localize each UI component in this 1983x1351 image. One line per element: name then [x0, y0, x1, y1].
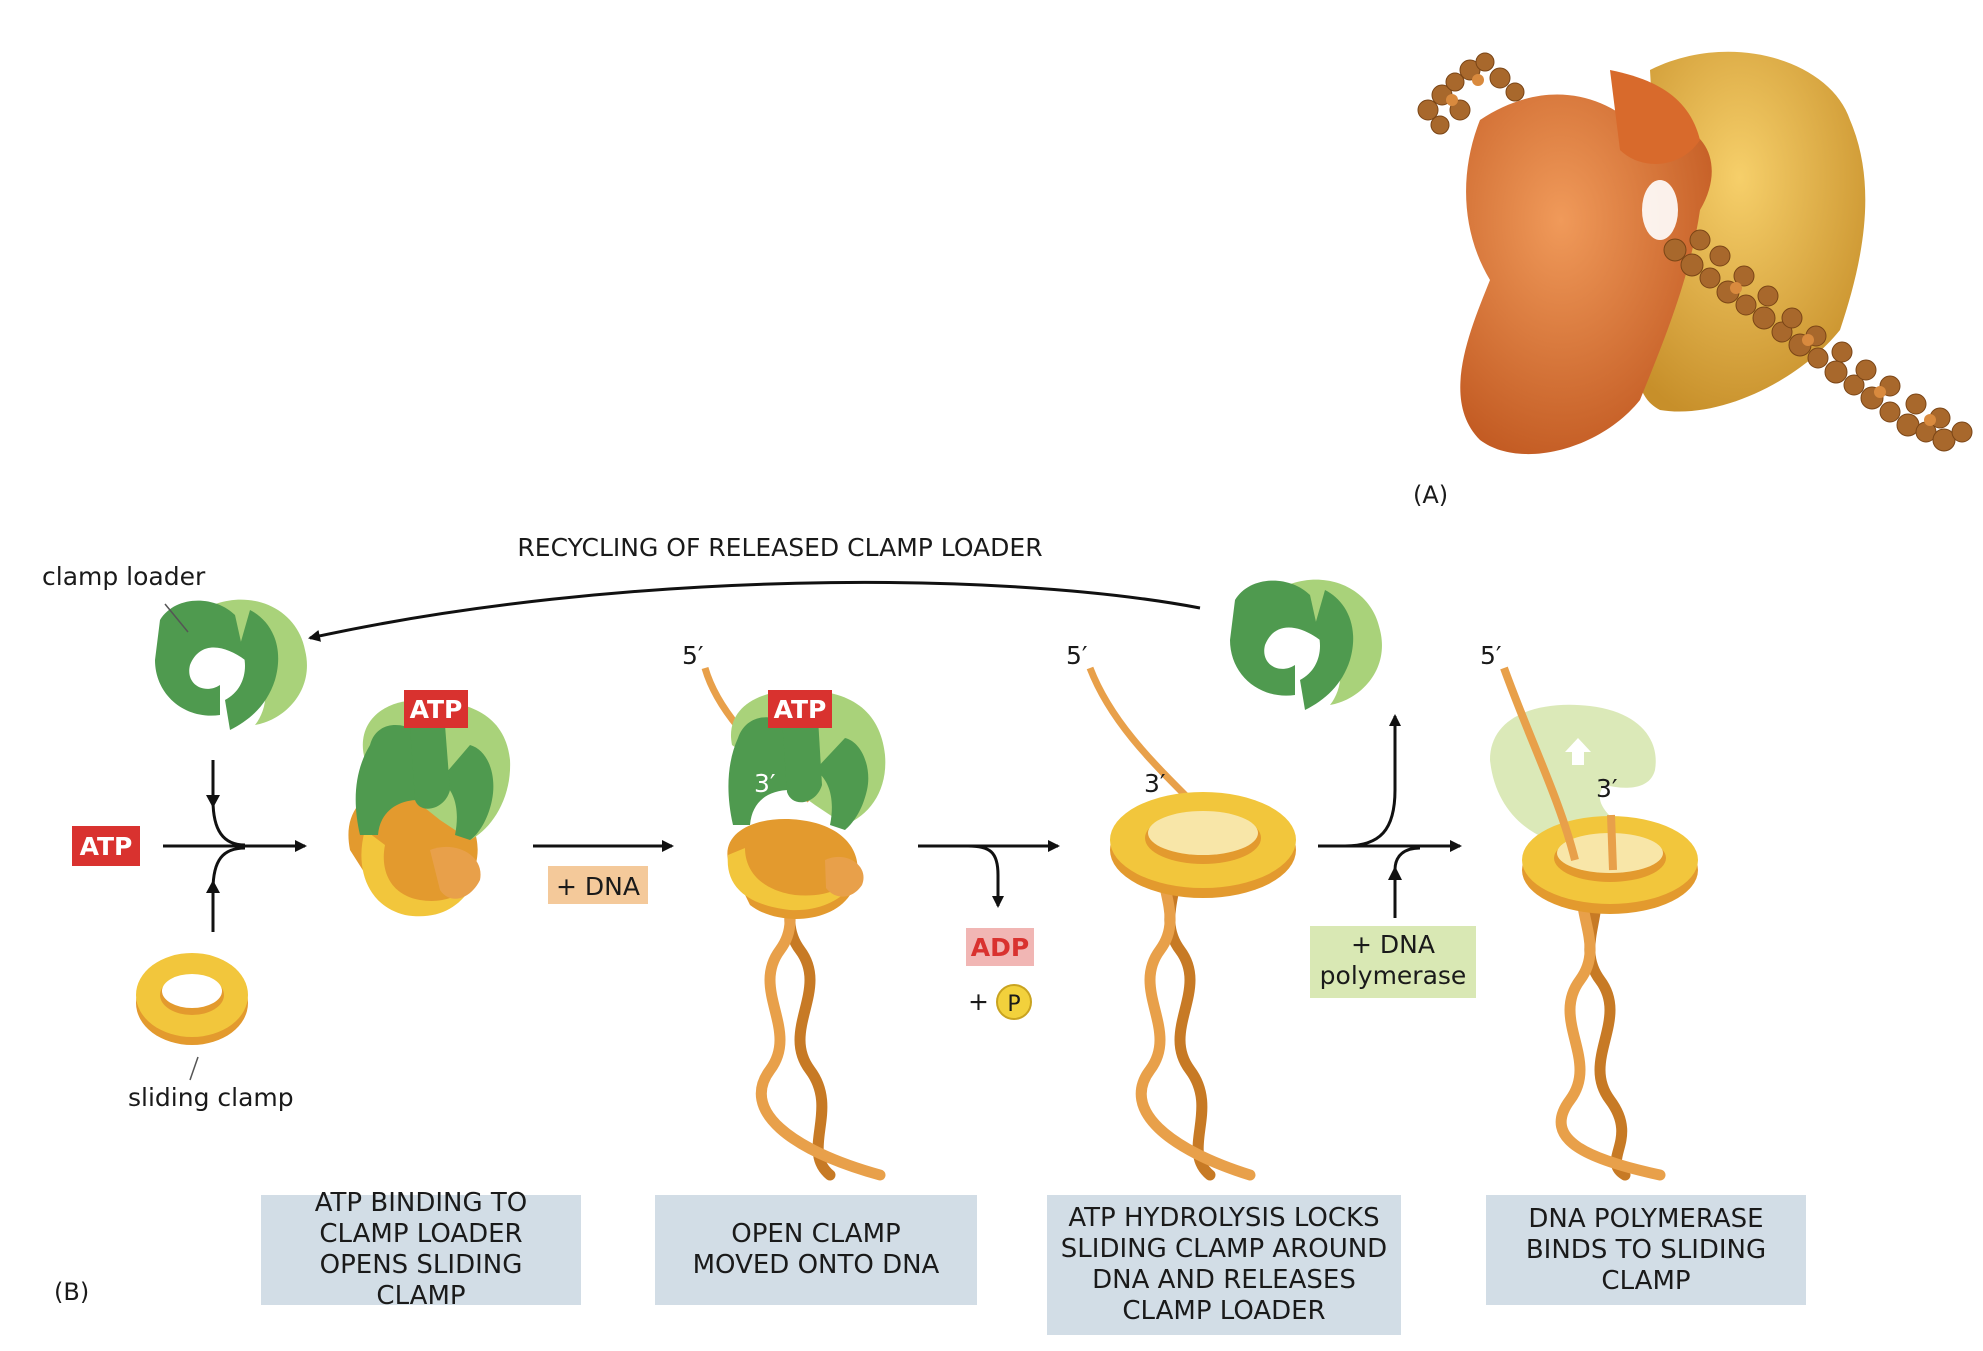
three-prime-label-step3: 3′ [1144, 769, 1166, 798]
dna-helix-step4 [1555, 854, 1666, 1181]
arrow-up-icon [1565, 738, 1591, 765]
phosphate-icon [996, 984, 1032, 1020]
step-caption-3-text: ATP HYDROLYSIS LOCKS SLIDING CLAMP AROUN… [1060, 1203, 1388, 1326]
clamp-loader [155, 599, 307, 730]
five-prime-label-step2: 5′ [682, 641, 704, 670]
three-prime-label-step2: 3′ [754, 769, 776, 798]
panel-a-label: (A) [1413, 481, 1449, 509]
step-caption-4-text: DNA POLYMERASE BINDS TO SLIDING CLAMP [1525, 1203, 1767, 1296]
loader-clamp-complex [348, 700, 511, 917]
clamp-loader-pointer [164, 603, 189, 633]
molecular-structure-render [1417, 51, 1973, 455]
cycle-label: RECYCLING OF RELEASED CLAMP LOADER [517, 533, 1042, 562]
released-clamp-loader [1230, 579, 1382, 710]
five-prime-label-step3: 5′ [1066, 641, 1088, 670]
svg-text:ATP: ATP [80, 832, 133, 861]
dna-strand-step4 [1500, 666, 1579, 861]
step-caption-1-text: ATP BINDING TO CLAMP LOADER OPENS SLIDIN… [314, 1188, 528, 1311]
clamp-loader-label: clamp loader [42, 562, 206, 591]
step-caption-4: DNA POLYMERASE BINDS TO SLIDING CLAMP [1486, 1195, 1806, 1305]
svg-text:polymerase: polymerase [1320, 961, 1467, 990]
sliding-clamp-label: sliding clamp [128, 1083, 294, 1112]
atp-tag-input [72, 826, 140, 866]
sliding-clamp [136, 953, 248, 1045]
adp-tag [966, 928, 1034, 966]
svg-text:+ DNA: + DNA [556, 872, 640, 901]
svg-text:+ DNA: + DNA [1351, 930, 1435, 959]
step-caption-2: OPEN CLAMP MOVED ONTO DNA [655, 1195, 977, 1305]
atp-tag-step1 [404, 690, 468, 728]
dna-tag [548, 866, 648, 904]
step-caption-1: ATP BINDING TO CLAMP LOADER OPENS SLIDIN… [261, 1188, 581, 1311]
step-caption-3: ATP HYDROLYSIS LOCKS SLIDING CLAMP AROUN… [1047, 1195, 1401, 1335]
panel-b-label: (B) [54, 1278, 90, 1306]
svg-text:ADP: ADP [971, 933, 1029, 962]
three-prime-label-step4: 3′ [1596, 774, 1618, 803]
merge-arrows-step1 [163, 760, 307, 932]
dna-primer-step4 [1607, 814, 1617, 871]
step-caption-2-text: OPEN CLAMP MOVED ONTO DNA [692, 1219, 940, 1280]
atp-tag-step2 [768, 690, 832, 728]
svg-text:ATP: ATP [410, 695, 463, 724]
locked-clamp-step3 [1110, 792, 1296, 898]
sliding-clamp-pointer [189, 1056, 199, 1081]
plus-sign: + [968, 987, 989, 1016]
dna-strand-step3 [1086, 666, 1193, 803]
recycling-arrow [308, 580, 1201, 642]
svg-text:P: P [1007, 992, 1020, 1017]
five-prime-label-step4: 5′ [1480, 641, 1502, 670]
svg-text:ATP: ATP [774, 695, 827, 724]
dna-polymerase-tag [1310, 926, 1476, 998]
